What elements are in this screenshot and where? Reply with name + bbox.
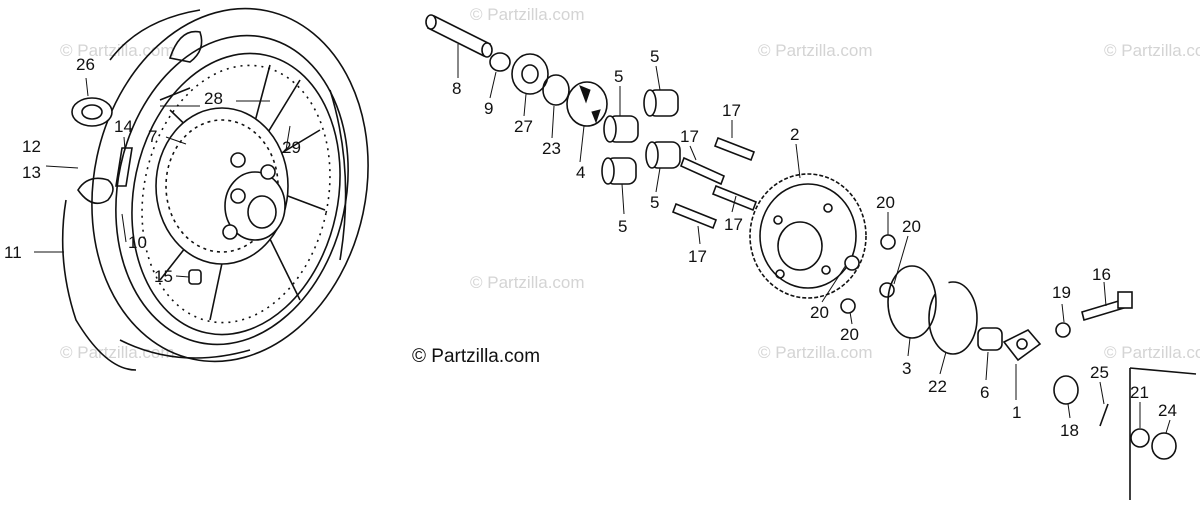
watermark: © Partzilla.com — [758, 343, 873, 362]
callout-20: 20 — [902, 217, 921, 236]
callout-6: 6 — [980, 383, 989, 402]
callout-11: 11 — [4, 243, 22, 262]
watermark: © Partzilla.com — [60, 343, 175, 362]
callout-17: 17 — [688, 247, 707, 266]
callout-2: 2 — [790, 125, 799, 144]
callout-5: 5 — [614, 67, 623, 86]
callout-17: 17 — [722, 101, 741, 120]
callout-17: 17 — [680, 127, 699, 146]
callout-5: 5 — [650, 47, 659, 66]
watermark: © Partzilla.com — [1104, 343, 1200, 362]
callout-16: 16 — [1092, 265, 1111, 284]
callout-8: 8 — [452, 79, 461, 98]
axle-parts-graphic — [425, 14, 1197, 500]
wheel-assembly-graphic — [61, 7, 369, 371]
partzilla-credit: © Partzilla.com — [412, 346, 540, 367]
callout-7: 7 — [148, 127, 157, 146]
callout-20: 20 — [840, 325, 859, 344]
watermark: © Partzilla.com — [758, 41, 873, 60]
callout-3: 3 — [902, 359, 911, 378]
callout-9: 9 — [484, 99, 493, 118]
callout-28: 28 — [204, 89, 223, 108]
callout-24: 24 — [1158, 401, 1177, 420]
callout-20: 20 — [810, 303, 829, 322]
callout-1: 1 — [1012, 403, 1021, 422]
watermark: © Partzilla.com — [470, 273, 585, 292]
callout-12: 12 — [22, 137, 41, 156]
callout-23: 23 — [542, 139, 561, 158]
callout-26: 26 — [76, 55, 95, 74]
callout-22: 22 — [928, 377, 947, 396]
callout-4: 4 — [576, 163, 585, 182]
watermark: © Partzilla.com — [1104, 41, 1200, 60]
callout-17: 17 — [724, 215, 743, 234]
callout-5: 5 — [650, 193, 659, 212]
leader-lines — [34, 44, 1171, 434]
callout-21: 21 — [1130, 383, 1149, 402]
callout-18: 18 — [1060, 421, 1079, 440]
callout-14: 14 — [114, 117, 133, 136]
callout-20: 20 — [876, 193, 895, 212]
watermark: © Partzilla.com — [470, 5, 585, 24]
callout-25: 25 — [1090, 363, 1109, 382]
callout-10: 10 — [128, 233, 147, 252]
callout-5: 5 — [618, 217, 627, 236]
callout-29: 29 — [282, 138, 301, 157]
callout-27: 27 — [514, 117, 533, 136]
callout-15: 15 — [154, 267, 173, 286]
callout-labels: 26 28 7 29 12 13 14 11 10 15 8 9 27 23 4… — [4, 47, 1177, 440]
callout-13: 13 — [22, 163, 41, 182]
callout-19: 19 — [1052, 283, 1071, 302]
